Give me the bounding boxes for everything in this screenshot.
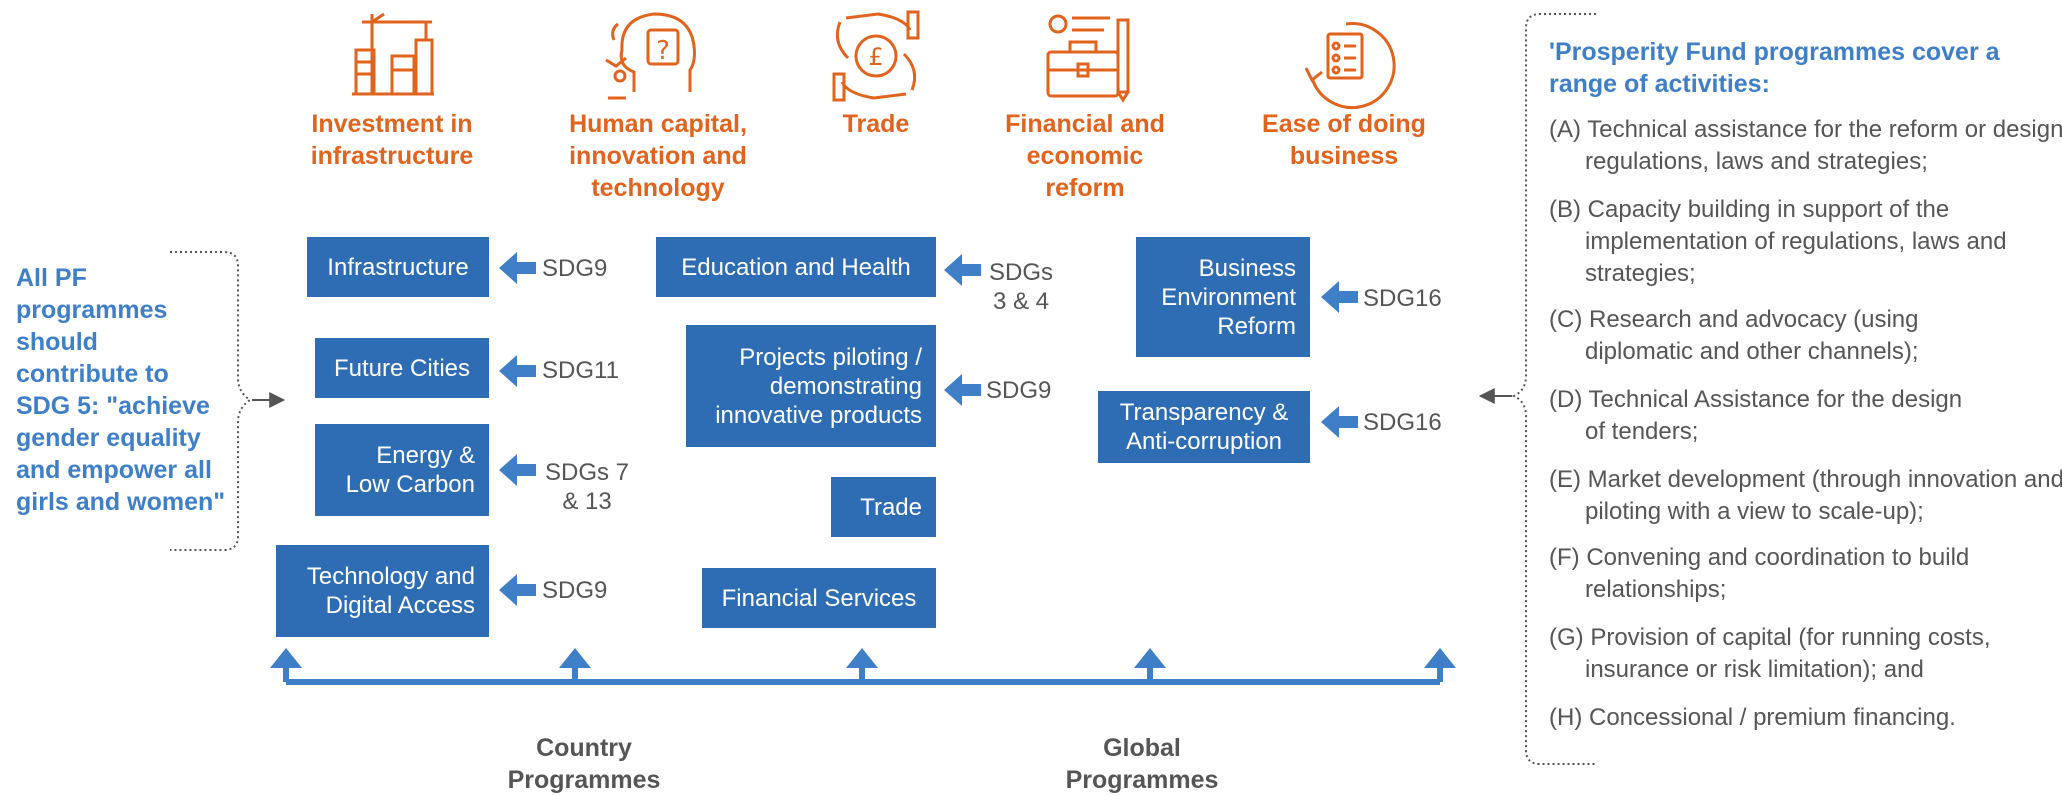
programme-business-environment: Business Environment Reform xyxy=(1136,237,1310,357)
activity-item: (E) Market development (through innovati… xyxy=(1549,466,2062,525)
sdg-arrows xyxy=(499,252,1358,606)
programme-transparency: Transparency & Anti-corruption xyxy=(1098,391,1310,463)
up-arrows xyxy=(270,648,1456,668)
programme-financial-services: Financial Services xyxy=(702,568,936,628)
programme-energy-low-carbon: Energy & Low Carbon xyxy=(315,424,489,516)
checklist-cycle-icon xyxy=(1304,22,1396,110)
sdg-label: SDGs 7 & 13 xyxy=(544,459,630,515)
sdg-label: SDG9 xyxy=(986,377,1052,404)
arrow-up-icon xyxy=(270,648,302,668)
sdg-label: SDG16 xyxy=(1363,285,1442,312)
sdg-label: SDGs 3 & 4 xyxy=(988,259,1053,315)
right-brace xyxy=(1478,13,1596,765)
programme-education-health: Education and Health xyxy=(656,237,936,297)
arrow-left-icon xyxy=(1321,281,1358,313)
arrow-left-icon xyxy=(1321,406,1358,438)
sdg-label: SDG9 xyxy=(542,255,608,282)
category-infrastructure: Investment in infrastructure xyxy=(310,110,474,170)
arrow-up-icon xyxy=(1424,648,1456,668)
category-financial-reform: Financial and economic reform xyxy=(1005,110,1165,202)
activities-title: 'Prosperity Fund programmes cover a rang… xyxy=(1549,38,2000,98)
hands-pound-coin-icon: £ xyxy=(832,10,920,102)
arrow-left-icon xyxy=(499,574,536,606)
activity-item: (F) Convening and coordination to build … xyxy=(1549,544,1970,603)
arrow-up-icon xyxy=(1134,648,1166,668)
activity-item: (G) Provision of capital (for running co… xyxy=(1549,624,1991,683)
svg-text:?: ? xyxy=(656,36,670,66)
arrow-up-icon xyxy=(559,648,591,668)
activity-item: (C) Research and advocacy (using diploma… xyxy=(1549,306,1919,365)
svg-text:£: £ xyxy=(868,43,883,71)
head-question-icon: ? xyxy=(605,12,696,100)
programme-trade: Trade xyxy=(831,477,936,537)
country-programmes-label: Country Programmes xyxy=(507,734,661,794)
arrow-left-icon xyxy=(499,252,536,284)
activity-item: (B) Capacity building in support of the … xyxy=(1549,196,2007,287)
category-ease-of-business: Ease of doing business xyxy=(1262,110,1426,170)
crane-building-icon xyxy=(352,12,434,96)
sdg-label: SDG11 xyxy=(542,357,619,384)
sdg-label: SDG9 xyxy=(542,577,608,604)
arrow-up-icon xyxy=(846,648,878,668)
left-brace xyxy=(170,251,286,551)
arrow-left-icon xyxy=(499,355,536,387)
global-programmes-label: Global Programmes xyxy=(1065,734,1219,794)
activity-item: (A) Technical assistance for the reform … xyxy=(1549,116,2062,175)
activity-item: (H) Concessional / premium financing. xyxy=(1549,704,1956,731)
arrow-left-icon xyxy=(944,254,981,286)
sdg-label: SDG16 xyxy=(1363,409,1442,436)
gender-equality-note: All PF programmes should contribute to S… xyxy=(16,264,226,516)
category-human-capital: Human capital, innovation and technology xyxy=(569,110,747,202)
programme-future-cities: Future Cities xyxy=(315,338,489,398)
briefcase-tools-icon xyxy=(1046,14,1130,103)
programme-projects-piloting: Projects piloting / demonstrating innova… xyxy=(686,325,936,447)
category-trade: Trade xyxy=(842,110,910,138)
programme-infrastructure: Infrastructure xyxy=(307,237,489,297)
arrow-left-icon xyxy=(499,454,536,486)
programme-technology-digital: Technology and Digital Access xyxy=(276,545,489,637)
arrow-left-icon xyxy=(944,374,981,406)
activity-item: (D) Technical Assistance for the design … xyxy=(1549,386,1963,445)
